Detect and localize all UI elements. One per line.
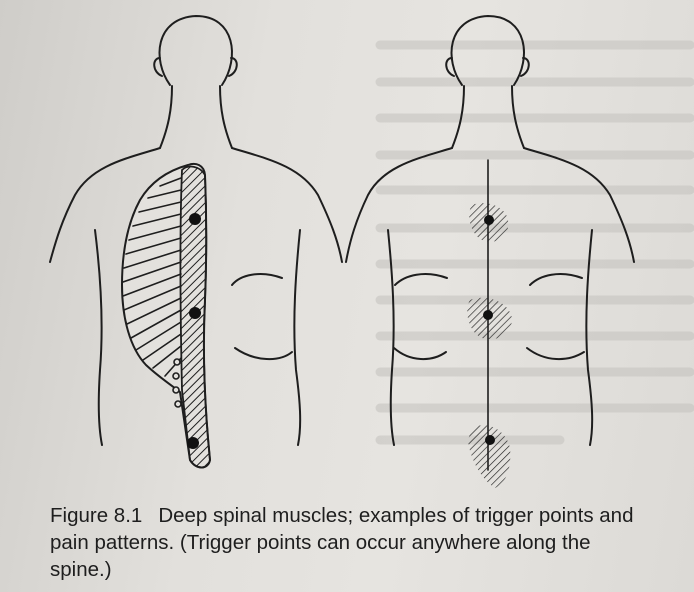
back-figure-muscles	[50, 16, 342, 468]
figure-label: Figure 8.1	[50, 504, 142, 527]
back-figure-pain-patterns	[346, 16, 634, 488]
bleed-through-text	[380, 45, 690, 440]
trigger-point-middle	[483, 310, 493, 320]
trigger-point-lower	[485, 435, 495, 445]
trigger-point-middle	[189, 307, 201, 319]
trigger-point-upper	[189, 213, 201, 225]
pain-zone-lower	[468, 425, 510, 488]
right-arm-outline	[524, 148, 634, 262]
right-arm-outline	[232, 148, 342, 262]
figure-illustration	[0, 0, 694, 500]
left-arm-outline	[346, 148, 452, 262]
trigger-point-upper	[484, 215, 494, 225]
head-outline	[160, 16, 232, 85]
figure-caption: Figure 8.1Deep spinal muscles; examples …	[50, 502, 650, 583]
trigger-point-lower	[187, 437, 199, 449]
head-outline	[452, 16, 524, 85]
